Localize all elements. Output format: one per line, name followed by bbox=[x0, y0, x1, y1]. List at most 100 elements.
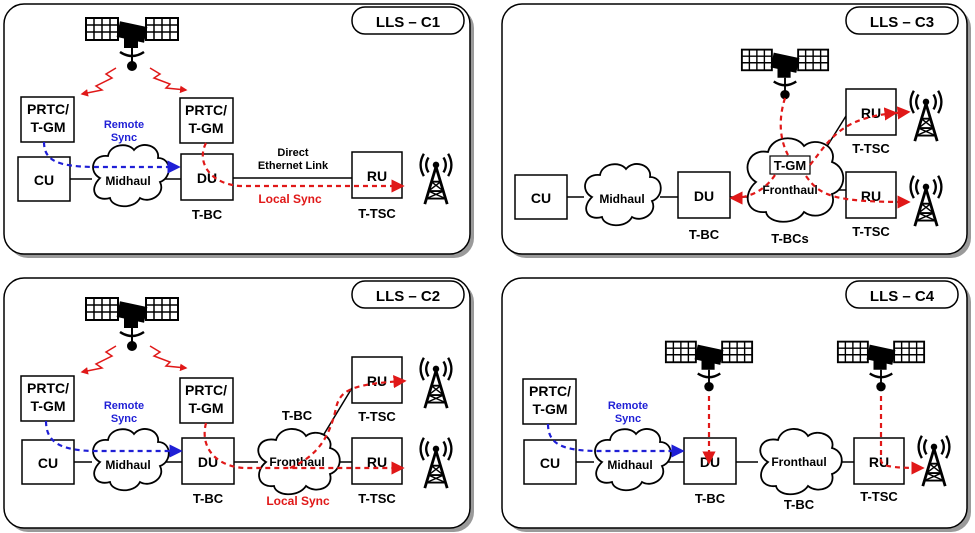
tgm-label: T-GM bbox=[189, 120, 224, 136]
remote-sync-arrow bbox=[42, 141, 181, 174]
midhaul-label: Midhaul bbox=[105, 174, 150, 188]
tgm-label: T-GM bbox=[189, 400, 224, 416]
remote-sync-label: Remote bbox=[104, 400, 144, 412]
cu-label: CU bbox=[540, 455, 560, 471]
tgm-label: T-GM bbox=[31, 119, 66, 135]
remote-sync-label: Sync bbox=[111, 132, 137, 144]
ru-role-label: T-TSC bbox=[852, 224, 890, 239]
remote-sync-label: Sync bbox=[615, 413, 641, 425]
ru-label: RU bbox=[367, 168, 387, 184]
cu-label: CU bbox=[34, 172, 54, 188]
du-role-label: T-BC bbox=[193, 491, 224, 506]
remote-sync-arrow bbox=[546, 423, 685, 458]
fronthaul-label: Fronthaul bbox=[269, 455, 324, 469]
prtc-label: PRTC/ bbox=[185, 382, 227, 398]
ru-box bbox=[351, 437, 403, 485]
ru-label: RU bbox=[367, 454, 387, 470]
panel-lls-c4: LLS – C4 PRTC/ T-GM CU Midhaul DU T-BC F… bbox=[501, 277, 971, 532]
local-sync-arrow bbox=[879, 396, 925, 475]
fronthaul-cloud bbox=[746, 137, 845, 223]
panel-title: LLS – C3 bbox=[870, 14, 934, 31]
local-sync-arrow bbox=[289, 375, 407, 470]
du-label: DU bbox=[694, 188, 714, 204]
du-label: DU bbox=[198, 454, 218, 470]
panel-title: LLS – C2 bbox=[376, 288, 440, 305]
ru-role-label: T-TSC bbox=[852, 141, 890, 156]
prtc-tgm-box bbox=[20, 375, 75, 422]
fronthaul-role-label: T-BC bbox=[282, 408, 313, 423]
fronthaul-cloud bbox=[759, 428, 843, 496]
ru-role-label: T-TSC bbox=[358, 206, 396, 221]
prtc-tgm-box bbox=[179, 377, 234, 424]
remote-sync-label: Remote bbox=[608, 400, 648, 412]
midhaul-cloud bbox=[594, 428, 672, 492]
local-sync-label: Local Sync bbox=[258, 192, 322, 206]
panel-frame bbox=[501, 3, 968, 255]
cu-box bbox=[21, 439, 75, 485]
ru-box bbox=[853, 437, 905, 485]
panel-title-pill bbox=[351, 280, 465, 309]
panel-title-pill bbox=[351, 6, 465, 35]
fronthaul-label: Fronthaul bbox=[771, 455, 826, 469]
fronthaul-role-label: T-BCs bbox=[771, 231, 809, 246]
cu-box bbox=[514, 174, 568, 220]
local-sync-label: Local Sync bbox=[266, 494, 330, 508]
du-role-label: T-BC bbox=[192, 207, 223, 222]
cu-box bbox=[523, 439, 577, 485]
fronthaul-label: Fronthaul bbox=[762, 183, 817, 197]
prtc-label: PRTC/ bbox=[27, 380, 69, 396]
panel-title: LLS – C4 bbox=[870, 288, 935, 305]
local-sync-arrow bbox=[809, 107, 898, 166]
cu-label: CU bbox=[38, 455, 58, 471]
cu-label: CU bbox=[531, 190, 551, 206]
remote-sync-label: Sync bbox=[111, 413, 137, 425]
ru-label: RU bbox=[367, 373, 387, 389]
du-role-label: T-BC bbox=[689, 227, 720, 242]
gnss-signal-zigzag-icon bbox=[149, 345, 188, 372]
tgm-label: T-GM bbox=[774, 158, 807, 173]
panel-lls-c3: LLS – C3 CU Midhaul DU T-BC T-GM Frontha… bbox=[501, 3, 971, 258]
midhaul-label: Midhaul bbox=[599, 192, 644, 206]
midhaul-cloud bbox=[584, 163, 662, 227]
panel-lls-c1: LLS – C1 PRTC/ T-GM CU Midhaul PRTC/ T-G… bbox=[3, 3, 474, 258]
du-box bbox=[181, 437, 235, 485]
local-sync-arrow bbox=[805, 175, 911, 209]
link-label: Ethernet Link bbox=[258, 160, 329, 172]
ru-role-label: T-TSC bbox=[860, 489, 898, 504]
fronthaul-role-label: T-BC bbox=[784, 497, 815, 512]
panel-lls-c2: LLS – C2 PRTC/ T-GM CU Midhaul PRTC/ T-G… bbox=[3, 277, 474, 532]
gnss-signal-zigzag-icon bbox=[80, 67, 117, 97]
local-sync-arrow bbox=[729, 174, 776, 205]
prtc-tgm-box bbox=[522, 378, 577, 425]
remote-sync-label: Remote bbox=[104, 119, 144, 131]
gnss-signal-zigzag-icon bbox=[80, 345, 117, 375]
midhaul-label: Midhaul bbox=[105, 458, 150, 472]
local-sync-arrow bbox=[779, 97, 789, 156]
ru-label: RU bbox=[869, 454, 889, 470]
ru-box bbox=[845, 171, 897, 219]
du-box bbox=[180, 153, 234, 201]
du-label: DU bbox=[197, 170, 217, 186]
midhaul-label: Midhaul bbox=[607, 458, 652, 472]
prtc-label: PRTC/ bbox=[185, 102, 227, 118]
remote-sync-arrow bbox=[44, 420, 183, 458]
local-sync-arrow bbox=[201, 142, 405, 193]
panel-title-pill bbox=[845, 6, 959, 35]
du-box bbox=[677, 171, 731, 219]
link-label: Direct bbox=[277, 147, 309, 159]
panel-title-pill bbox=[845, 280, 959, 309]
prtc-label: PRTC/ bbox=[529, 383, 571, 399]
prtc-tgm-box bbox=[20, 96, 75, 143]
panel-title: LLS – C1 bbox=[376, 14, 440, 31]
ru-role-label: T-TSC bbox=[358, 409, 396, 424]
prtc-tgm-box bbox=[179, 97, 234, 144]
ru-role-label: T-TSC bbox=[358, 491, 396, 506]
ru-label: RU bbox=[861, 105, 881, 121]
tgm-label: T-GM bbox=[31, 398, 66, 414]
prtc-label: PRTC/ bbox=[27, 101, 69, 117]
gnss-signal-zigzag-icon bbox=[149, 67, 188, 94]
tgm-label: T-GM bbox=[533, 401, 568, 417]
du-role-label: T-BC bbox=[695, 491, 726, 506]
midhaul-cloud bbox=[92, 428, 170, 492]
